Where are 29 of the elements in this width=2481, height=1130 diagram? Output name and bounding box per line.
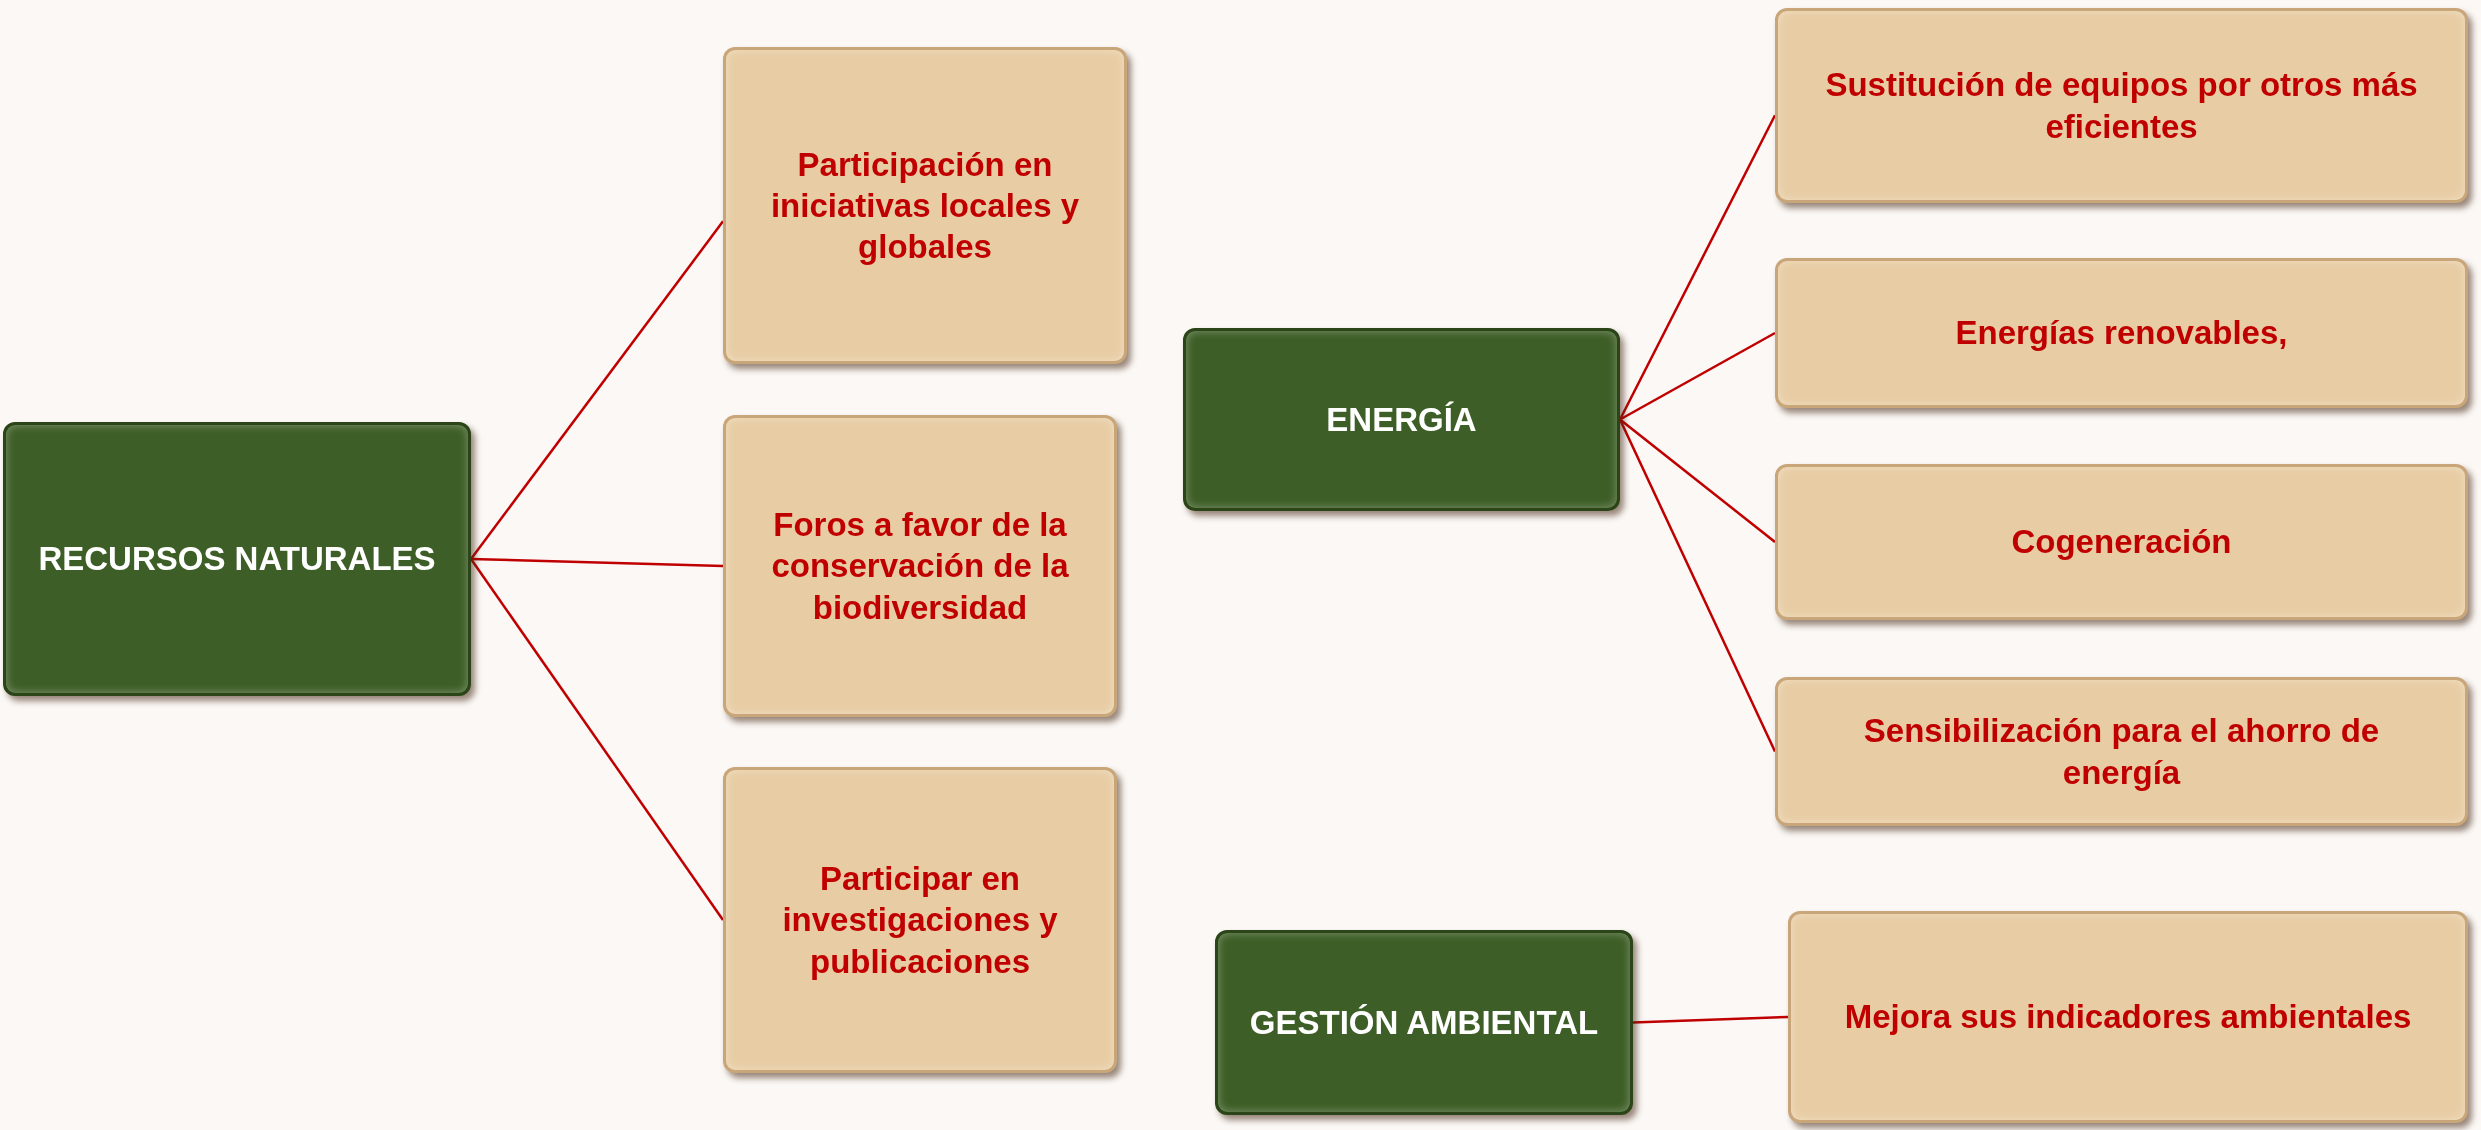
connector-line (1632, 1015, 1789, 1024)
item-box (1788, 911, 2468, 1123)
box-label: Cogeneración (2011, 522, 2232, 563)
box-label: Participar en investigaciones y publicaciones (781, 859, 1059, 982)
box-label: Energías renovables, (1955, 313, 2288, 354)
category-box (1215, 930, 1633, 1115)
box-label: Sensibilización para el ahorro de energía (1862, 711, 2381, 793)
connector-line (470, 557, 724, 568)
connector-line (1619, 418, 1776, 543)
connector-line (470, 220, 724, 560)
item-box (1775, 677, 2468, 826)
item-box (1775, 464, 2468, 620)
box-label: Foros a favor de la conservación de la biodiversidad (770, 505, 1070, 628)
item-box (1775, 258, 2468, 408)
connector-line (1619, 331, 1776, 421)
box-label: GESTIÓN AMBIENTAL (1249, 1002, 1599, 1043)
box-label: Mejora sus indicadores ambientales (1844, 997, 2412, 1038)
box-label: RECURSOS NATURALES (38, 539, 436, 580)
connector-line (1618, 114, 1777, 421)
item-box (723, 767, 1117, 1073)
category-box (3, 422, 471, 696)
box-label: Participación en iniciativas locales y globales (769, 144, 1081, 268)
item-box (1775, 8, 2468, 203)
box-label: Sustitución de equipos por otros más eficientes (1824, 65, 2419, 147)
item-box (723, 47, 1127, 364)
connector-line (469, 558, 725, 921)
category-box (1183, 328, 1620, 511)
item-box (723, 415, 1117, 717)
box-label: ENERGÍA (1326, 399, 1477, 440)
